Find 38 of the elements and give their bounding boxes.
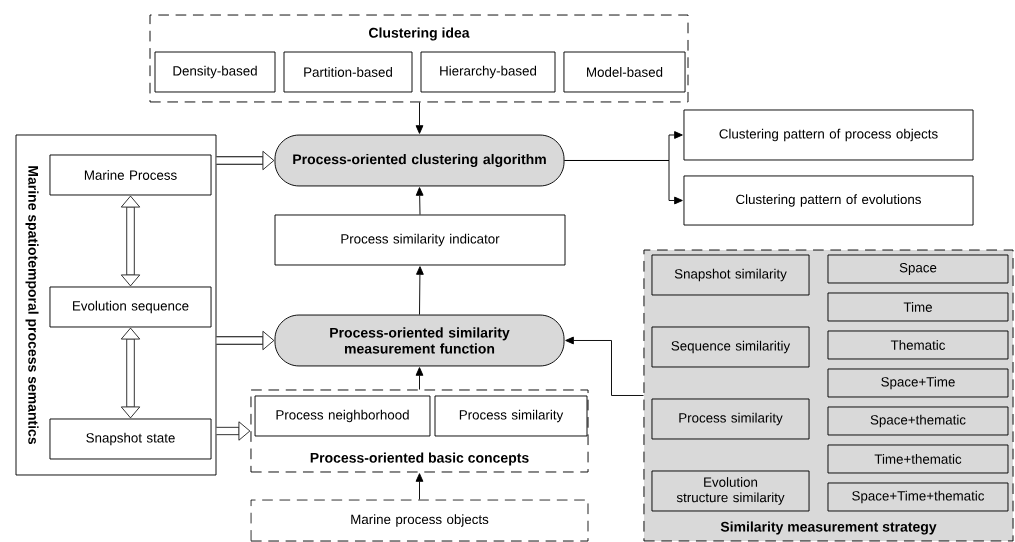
concept-box: Process similarity bbox=[434, 395, 588, 437]
process-pill: Process-oriented clustering algorithm bbox=[274, 134, 565, 187]
process-box: Snapshot state bbox=[49, 418, 212, 460]
arrow bbox=[415, 101, 424, 134]
arrow bbox=[415, 473, 424, 500]
strategy-box: Space+thematic bbox=[827, 406, 1009, 436]
arrow bbox=[565, 336, 644, 396]
hollow-arrow bbox=[120, 195, 141, 287]
hollow-arrow bbox=[120, 327, 141, 419]
hollow-arrow bbox=[216, 421, 251, 441]
method-box: Density-based bbox=[154, 51, 276, 93]
strategy-box: Time bbox=[827, 292, 1009, 322]
output-box: Clustering pattern of process objects bbox=[683, 109, 974, 161]
strategy-box: Space+Time bbox=[827, 368, 1009, 398]
strategy-box: Evolution structure similarity bbox=[651, 470, 810, 512]
output-box: Clustering pattern of evolutions bbox=[683, 175, 974, 226]
strategy-box: Snapshot similarity bbox=[651, 254, 810, 296]
arrow bbox=[415, 367, 424, 390]
arrow bbox=[415, 187, 424, 215]
hollow-arrow bbox=[216, 150, 275, 171]
process-box: Evolution sequence bbox=[49, 286, 212, 328]
method-box: Model-based bbox=[563, 51, 686, 93]
dashed-box: Marine process objects bbox=[250, 499, 589, 542]
concept-box: Process neighborhood bbox=[254, 395, 431, 437]
strategy-box: Process similarity bbox=[651, 398, 810, 440]
arrow bbox=[416, 266, 424, 316]
process-box: Marine Process bbox=[49, 154, 212, 196]
strategy-box: Space bbox=[827, 254, 1009, 284]
strategy-box: Time+thematic bbox=[827, 444, 1009, 474]
method-box: Partition-based bbox=[283, 51, 413, 93]
arrow bbox=[564, 160, 683, 205]
process-pill: Process-oriented similarity measurement function bbox=[274, 314, 565, 367]
strategy-box: Thematic bbox=[827, 330, 1009, 360]
strategy-box: Sequence similaritiy bbox=[651, 326, 810, 368]
process-box: Process similarity indicator bbox=[274, 214, 566, 266]
method-box: Hierarchy-based bbox=[420, 51, 556, 93]
strategy-box: Space+Time+thematic bbox=[827, 482, 1009, 512]
hollow-arrow bbox=[216, 330, 275, 351]
